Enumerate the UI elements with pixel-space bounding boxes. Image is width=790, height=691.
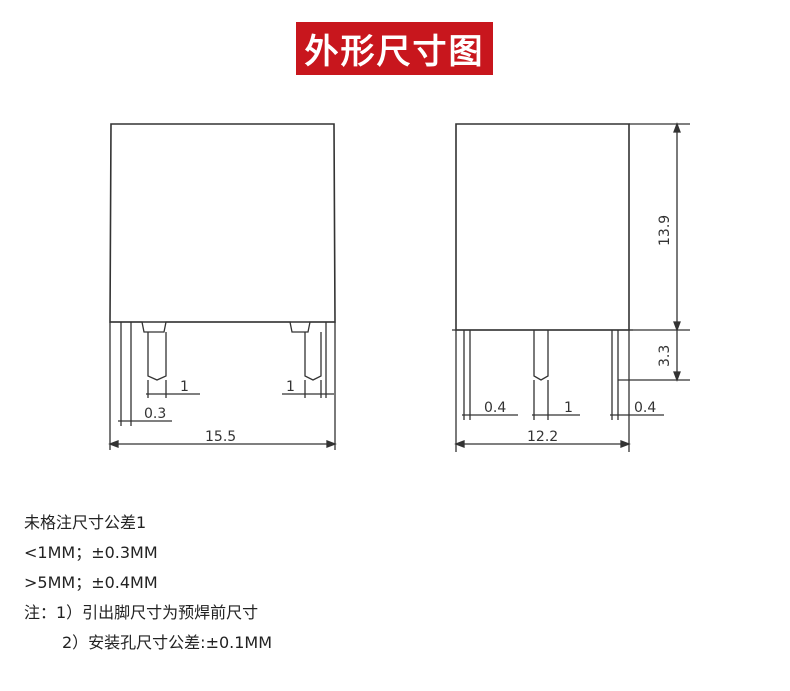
front-left-wide-pin [147, 332, 167, 381]
note-line: 2）安装孔尺寸公差:±0.1MM [62, 633, 273, 652]
note-line: 注：1）引出脚尺寸为预焊前尺寸 [24, 603, 259, 622]
front-pin-thickness-label: 0.3 [144, 406, 166, 422]
front-right-wide-pin [304, 332, 322, 381]
side-pin-middle-label: 1 [564, 400, 573, 416]
side-left-pin [463, 330, 471, 384]
note-line: <1MM；±0.3MM [24, 543, 158, 562]
tolerance-notes: 未格注尺寸公差1 <1MM；±0.3MM >5MM；±0.4MM 注：1）引出脚… [24, 508, 272, 658]
side-view-body [455, 123, 630, 331]
front-left-thin-pin [120, 322, 132, 398]
side-right-pin [611, 330, 619, 384]
side-pin-length-label: 3.3 [657, 345, 673, 367]
note-line: >5MM；±0.4MM [24, 573, 158, 592]
side-middle-pin [533, 330, 549, 381]
front-view-body [109, 123, 336, 323]
front-pin-width-right-label: 1 [286, 379, 295, 395]
side-height-label: 13.9 [657, 215, 673, 246]
page-title: 外形尺寸图 [296, 22, 493, 75]
front-pin-width-left-label: 1 [180, 379, 189, 395]
side-pin-left-label: 0.4 [484, 400, 506, 416]
front-width-label: 15.5 [205, 429, 236, 445]
side-width-label: 12.2 [527, 429, 558, 445]
side-pin-right-label: 0.4 [634, 400, 656, 416]
note-line: 未格注尺寸公差1 [24, 513, 147, 532]
front-view-base [110, 321, 335, 333]
